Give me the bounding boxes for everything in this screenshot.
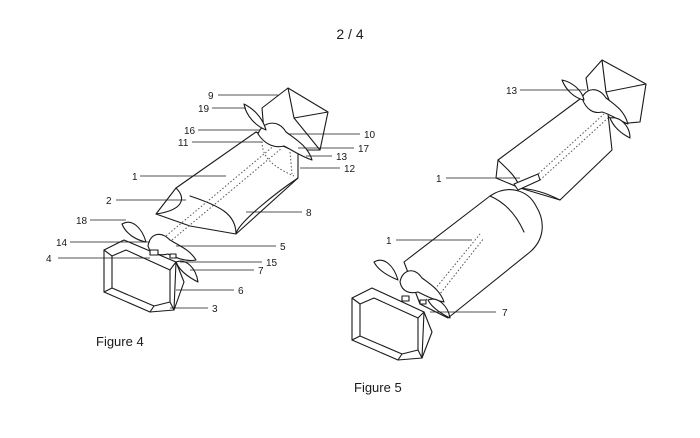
fig4-ref-9: 9 [208,91,214,102]
fig4-ref-1: 1 [132,172,138,183]
fig5-reference-numerals: 13 1 1 7 [386,86,518,319]
page-number: 2 / 4 [336,26,364,42]
fig5-ref-1-upper: 1 [436,174,442,185]
fig5-lower-body [403,189,543,319]
figure-4-drawing: 9 19 16 11 1 2 18 14 4 10 17 13 12 8 5 1… [46,87,376,315]
figure-5-drawing: 13 1 1 7 [351,59,647,361]
fig4-ref-7: 7 [258,266,264,277]
figure-4-caption: Figure 4 [96,334,144,349]
fig4-ref-19: 19 [198,104,210,115]
fig4-ref-4: 4 [46,254,52,265]
fig5-lower-tie [399,270,445,303]
fig4-ref-15: 15 [266,258,278,269]
fig4-ref-12: 12 [344,164,356,175]
fig4-ref-18: 18 [76,216,88,227]
fig4-far-tie [257,122,313,161]
fig4-ref-5: 5 [280,242,286,253]
fig4-ref-10: 10 [364,130,376,141]
fig5-ref-1-lower: 1 [386,236,392,247]
fig4-ref-14: 14 [56,238,68,249]
fig4-near-tie [147,233,197,262]
fig4-ref-8: 8 [306,208,312,219]
fig4-ref-3: 3 [212,304,218,315]
fig5-ref-7: 7 [502,308,508,319]
fig4-ref-13: 13 [336,152,348,163]
fig4-ref-6: 6 [238,286,244,297]
fig4-ref-16: 16 [184,126,196,137]
fig4-reference-numerals: 9 19 16 11 1 2 18 14 4 10 17 13 12 8 5 1… [46,91,376,315]
fig4-ref-11: 11 [178,138,189,149]
fig5-upper-tie [581,89,629,125]
fig4-leader-lines [58,94,360,309]
figure-5-caption: Figure 5 [354,380,402,395]
fig4-ref-17: 17 [358,144,370,155]
fig5-leader-lines [396,89,586,313]
fig5-ref-13: 13 [506,86,518,97]
fig4-ref-2: 2 [106,196,112,207]
